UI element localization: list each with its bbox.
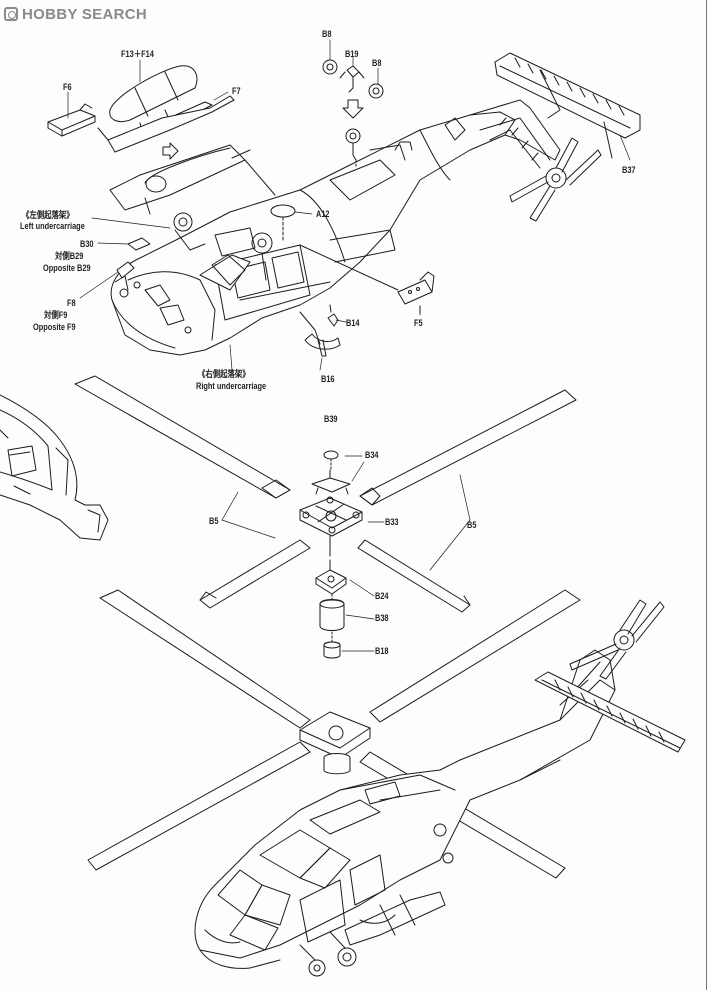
- part-label-b33: B33: [385, 517, 399, 527]
- opposite-f9-label-cn: 対側F9: [44, 310, 68, 320]
- upper-fuselage-drawing: [110, 52, 641, 357]
- part-label-b24: B24: [375, 591, 389, 601]
- watermark: HOBBY SEARCH: [4, 5, 147, 23]
- part-label-a12: A12: [316, 209, 330, 219]
- main-rotor-exploded-drawing: [74, 375, 577, 659]
- opposite-b29-label-cn: 対側B29: [55, 251, 84, 261]
- hobby-search-logo-icon: [4, 7, 18, 21]
- part-label-f13-f14: F13＋F14: [121, 49, 154, 59]
- leader-lines: [67, 39, 631, 371]
- part-label-f7: F7: [232, 86, 241, 96]
- top-parts-drawing: [47, 59, 384, 215]
- page-border: [706, 0, 707, 990]
- part-label-b14: B14: [346, 318, 360, 328]
- part-label-b16: B16: [321, 374, 335, 384]
- completed-helicopter-drawing: [87, 589, 686, 977]
- part-label-b37: B37: [622, 165, 636, 175]
- right-undercarriage-label-cn: 《右側起落架》: [198, 369, 250, 379]
- right-undercarriage-label-en: Right undercarriage: [196, 381, 267, 391]
- part-label-f8: F8: [67, 298, 76, 308]
- cockpit-detail-drawing: [0, 394, 109, 541]
- part-label-b18: B18: [375, 646, 389, 656]
- part-label-b8: B8: [372, 58, 382, 68]
- left-undercarriage-label-cn: 《左側起落架》: [22, 210, 74, 220]
- part-label-b38: B38: [375, 613, 389, 623]
- part-label-b5: B5: [209, 516, 219, 526]
- part-label-b34: B34: [365, 450, 379, 460]
- watermark-text: HOBBY SEARCH: [22, 5, 148, 23]
- part-label-b19: B19: [345, 49, 359, 59]
- opposite-b29-label-en: Opposite B29: [43, 263, 91, 273]
- part-label-b5: B5: [467, 520, 477, 530]
- part-label-b8: B8: [322, 29, 332, 39]
- left-undercarriage-label-en: Left undercarriage: [20, 221, 85, 231]
- part-label-f6: F6: [63, 82, 72, 92]
- part-label-f5: F5: [414, 318, 423, 328]
- opposite-f9-label-en: Opposite F9: [33, 322, 76, 332]
- part-label-b39: B39: [324, 414, 338, 424]
- part-label-b30: B30: [80, 239, 94, 249]
